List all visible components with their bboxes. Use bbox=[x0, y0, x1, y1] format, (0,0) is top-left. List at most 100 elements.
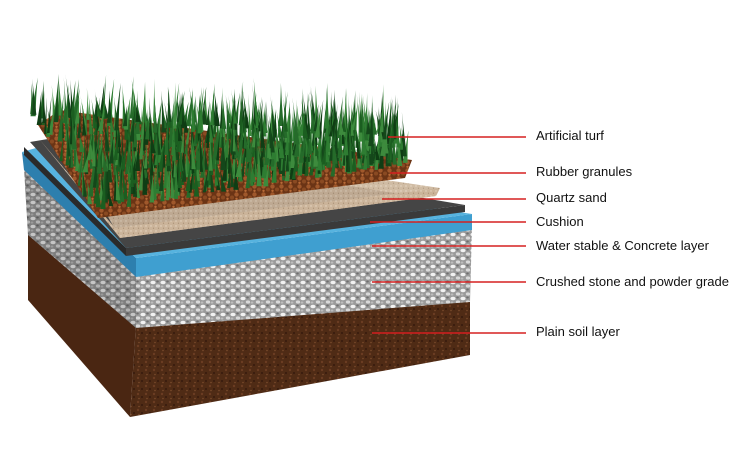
grass-blade bbox=[271, 99, 276, 142]
grass-blade bbox=[114, 82, 121, 131]
grass-blade bbox=[257, 146, 264, 170]
grass-blade bbox=[184, 144, 192, 174]
grass-blade bbox=[370, 106, 378, 135]
grass-blade bbox=[350, 113, 354, 136]
grass-blade bbox=[138, 151, 145, 191]
grass-blade bbox=[70, 107, 78, 150]
grass-blade bbox=[92, 119, 96, 167]
grass-blade bbox=[159, 114, 164, 154]
grass-blade bbox=[191, 157, 196, 190]
grass-blade bbox=[280, 126, 287, 171]
grass-blade bbox=[390, 117, 398, 165]
grass-blade bbox=[319, 140, 323, 163]
grass-blade bbox=[237, 115, 244, 161]
grass-blade bbox=[86, 177, 93, 205]
grass-blade bbox=[174, 97, 180, 146]
grass-blade bbox=[121, 135, 128, 170]
grass-blade bbox=[232, 106, 236, 152]
grass-blade bbox=[152, 78, 156, 122]
grass-blade bbox=[117, 148, 121, 172]
grass-blade bbox=[230, 156, 235, 175]
grass-blade bbox=[142, 150, 148, 179]
grass-blade bbox=[264, 101, 267, 133]
grass-blade bbox=[177, 156, 183, 188]
grass-blade bbox=[88, 92, 93, 135]
grass-blade bbox=[96, 141, 102, 174]
grass-blade bbox=[53, 93, 59, 123]
grass-blade bbox=[152, 94, 158, 133]
grass-blade bbox=[198, 128, 204, 172]
grass-blade bbox=[209, 83, 215, 126]
grass-blade bbox=[276, 111, 283, 138]
grass-blade bbox=[107, 186, 114, 207]
grass-blade bbox=[164, 107, 169, 155]
grass-blade bbox=[308, 137, 316, 169]
grass-blade bbox=[334, 113, 338, 155]
grass-blade bbox=[214, 124, 221, 160]
grass-blade bbox=[143, 141, 148, 169]
grass-blade bbox=[307, 130, 312, 154]
grass-blade bbox=[109, 114, 113, 145]
grass-blade bbox=[36, 90, 42, 125]
grass-blade bbox=[117, 129, 123, 168]
grass-blade bbox=[96, 118, 101, 152]
grass-blade bbox=[225, 97, 232, 139]
grass-blade bbox=[343, 122, 349, 156]
grass-blade bbox=[250, 120, 256, 157]
grass-blade bbox=[251, 118, 257, 148]
grass-blade bbox=[219, 93, 223, 129]
grass-blade bbox=[181, 125, 186, 172]
grass-blade bbox=[292, 109, 297, 142]
grass-blade bbox=[86, 134, 92, 161]
grass-blade bbox=[51, 84, 56, 116]
grass-blade bbox=[289, 109, 294, 149]
grass-blade bbox=[77, 102, 82, 139]
grass-blade bbox=[156, 144, 159, 189]
grass-blade bbox=[130, 154, 137, 180]
grass-blade bbox=[170, 159, 175, 199]
grass-blade bbox=[89, 125, 97, 146]
grass-blade bbox=[235, 149, 242, 177]
grass-blade bbox=[180, 125, 185, 153]
grass-blade bbox=[327, 114, 332, 137]
grass-blade bbox=[216, 129, 220, 161]
grass-blade bbox=[238, 81, 244, 126]
grass-blade bbox=[342, 87, 347, 136]
grass-blade bbox=[92, 149, 98, 188]
grass-blade bbox=[197, 87, 204, 134]
grass-blade bbox=[337, 147, 343, 169]
grass-blade bbox=[65, 73, 73, 118]
grass-blade bbox=[213, 88, 220, 126]
grass-blade bbox=[302, 89, 309, 135]
grass-blade bbox=[278, 82, 284, 126]
grass-blade bbox=[227, 133, 231, 174]
grass-blade bbox=[338, 112, 345, 135]
grass-blade bbox=[142, 172, 149, 192]
grass-blade bbox=[332, 115, 339, 136]
grass-blade bbox=[113, 127, 119, 161]
grass-blade bbox=[62, 102, 69, 130]
grass-blade bbox=[210, 138, 214, 176]
grass-blade bbox=[264, 156, 271, 185]
grass-blade bbox=[297, 130, 304, 176]
crushed-stone-layer-shape bbox=[24, 168, 472, 328]
grass-blade bbox=[86, 87, 90, 120]
grass-blade bbox=[220, 125, 227, 171]
grass-blade bbox=[110, 112, 114, 133]
grass-blade bbox=[329, 110, 337, 137]
grass-blade bbox=[44, 97, 47, 135]
grass-blade bbox=[202, 168, 209, 193]
grass-blade bbox=[157, 101, 161, 145]
grass-blade bbox=[71, 112, 78, 150]
grass-blade bbox=[82, 106, 87, 136]
grass-blade bbox=[163, 146, 168, 189]
grass-blade bbox=[354, 126, 361, 159]
grass-blade bbox=[206, 121, 210, 148]
grass-blade bbox=[279, 125, 284, 153]
grass-blade bbox=[391, 96, 395, 141]
grass-blade bbox=[97, 108, 105, 131]
grass-blade bbox=[252, 83, 257, 129]
grass-blade bbox=[284, 140, 292, 182]
grass-blade bbox=[125, 160, 133, 184]
